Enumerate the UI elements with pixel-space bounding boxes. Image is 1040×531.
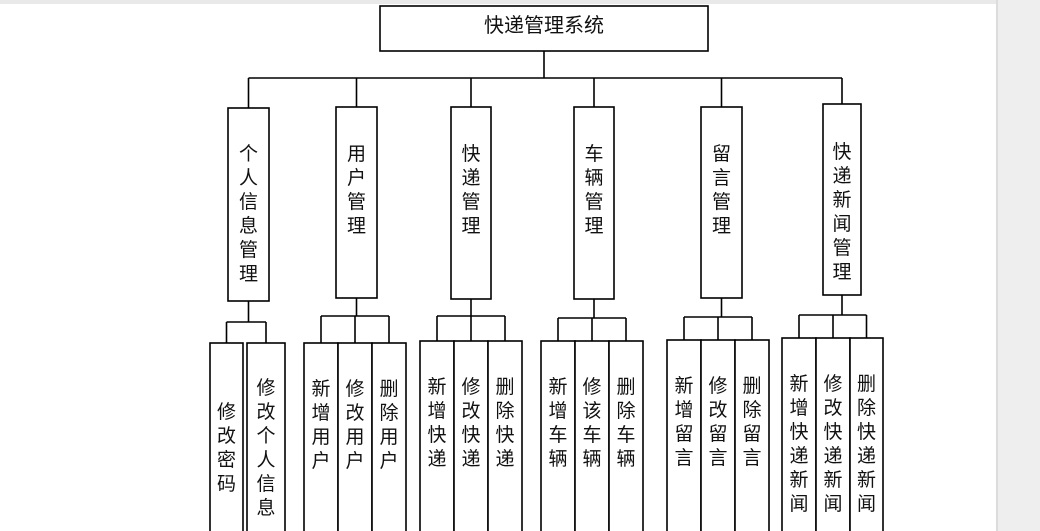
child-label-2-1: 修改快递 bbox=[461, 376, 480, 470]
module-box-4 bbox=[700, 106, 743, 299]
module-label-1: 用户管理 bbox=[347, 143, 366, 237]
child-label-1-1: 修改用户 bbox=[345, 378, 364, 472]
child-box-0-1 bbox=[246, 342, 286, 531]
child-box-2-2 bbox=[487, 340, 523, 531]
connector-lines bbox=[225, 51, 868, 343]
module-box-3 bbox=[573, 106, 615, 300]
child-box-2-0 bbox=[419, 340, 455, 531]
module-box-5 bbox=[822, 103, 862, 296]
module-box-0 bbox=[227, 107, 270, 302]
child-label-0-1: 修改个人信息 bbox=[256, 377, 275, 519]
child-label-1-0: 新增用户 bbox=[311, 378, 330, 472]
module-label-0: 个人信息管理 bbox=[239, 143, 258, 285]
child-box-5-2 bbox=[849, 337, 884, 531]
child-box-1-1 bbox=[337, 342, 373, 531]
child-box-3-1 bbox=[574, 340, 610, 531]
child-label-4-0: 新增留言 bbox=[674, 375, 693, 469]
child-label-5-0: 新增快递新闻 bbox=[789, 373, 808, 515]
child-label-3-2: 删除车辆 bbox=[616, 376, 635, 470]
root-box bbox=[379, 5, 709, 52]
child-box-4-2 bbox=[734, 339, 770, 531]
child-box-3-0 bbox=[540, 340, 576, 531]
child-box-4-0 bbox=[666, 339, 702, 531]
child-label-5-1: 修改快递新闻 bbox=[823, 373, 842, 515]
child-label-2-0: 新增快递 bbox=[427, 376, 446, 470]
module-label-3: 车辆管理 bbox=[584, 143, 603, 237]
child-box-2-1 bbox=[453, 340, 489, 531]
page-top-divider bbox=[0, 0, 996, 4]
child-label-1-2: 删除用户 bbox=[379, 378, 398, 472]
child-box-1-2 bbox=[371, 342, 407, 531]
child-label-0-0: 修改密码 bbox=[217, 401, 236, 495]
root-label: 快递管理系统 bbox=[484, 13, 604, 37]
page-right-edge bbox=[996, 0, 998, 531]
child-label-3-0: 新增车辆 bbox=[548, 376, 567, 470]
child-box-0-0 bbox=[209, 342, 244, 531]
child-box-4-1 bbox=[700, 339, 736, 531]
child-box-3-2 bbox=[608, 340, 644, 531]
child-label-4-2: 删除留言 bbox=[742, 375, 761, 469]
child-box-5-0 bbox=[781, 337, 817, 531]
module-label-2: 快递管理 bbox=[461, 143, 480, 237]
child-label-3-1: 修该车辆 bbox=[582, 376, 601, 470]
child-label-5-2: 删除快递新闻 bbox=[857, 373, 876, 515]
child-label-2-2: 删除快递 bbox=[495, 376, 514, 470]
child-label-4-1: 修改留言 bbox=[708, 375, 727, 469]
module-label-5: 快递新闻管理 bbox=[832, 141, 851, 283]
right-scrollbar-track[interactable] bbox=[996, 0, 1040, 531]
child-box-1-0 bbox=[303, 342, 339, 531]
module-box-2 bbox=[450, 106, 492, 300]
module-box-1 bbox=[335, 106, 378, 299]
module-label-4: 留言管理 bbox=[712, 143, 731, 237]
child-box-5-1 bbox=[815, 337, 851, 531]
